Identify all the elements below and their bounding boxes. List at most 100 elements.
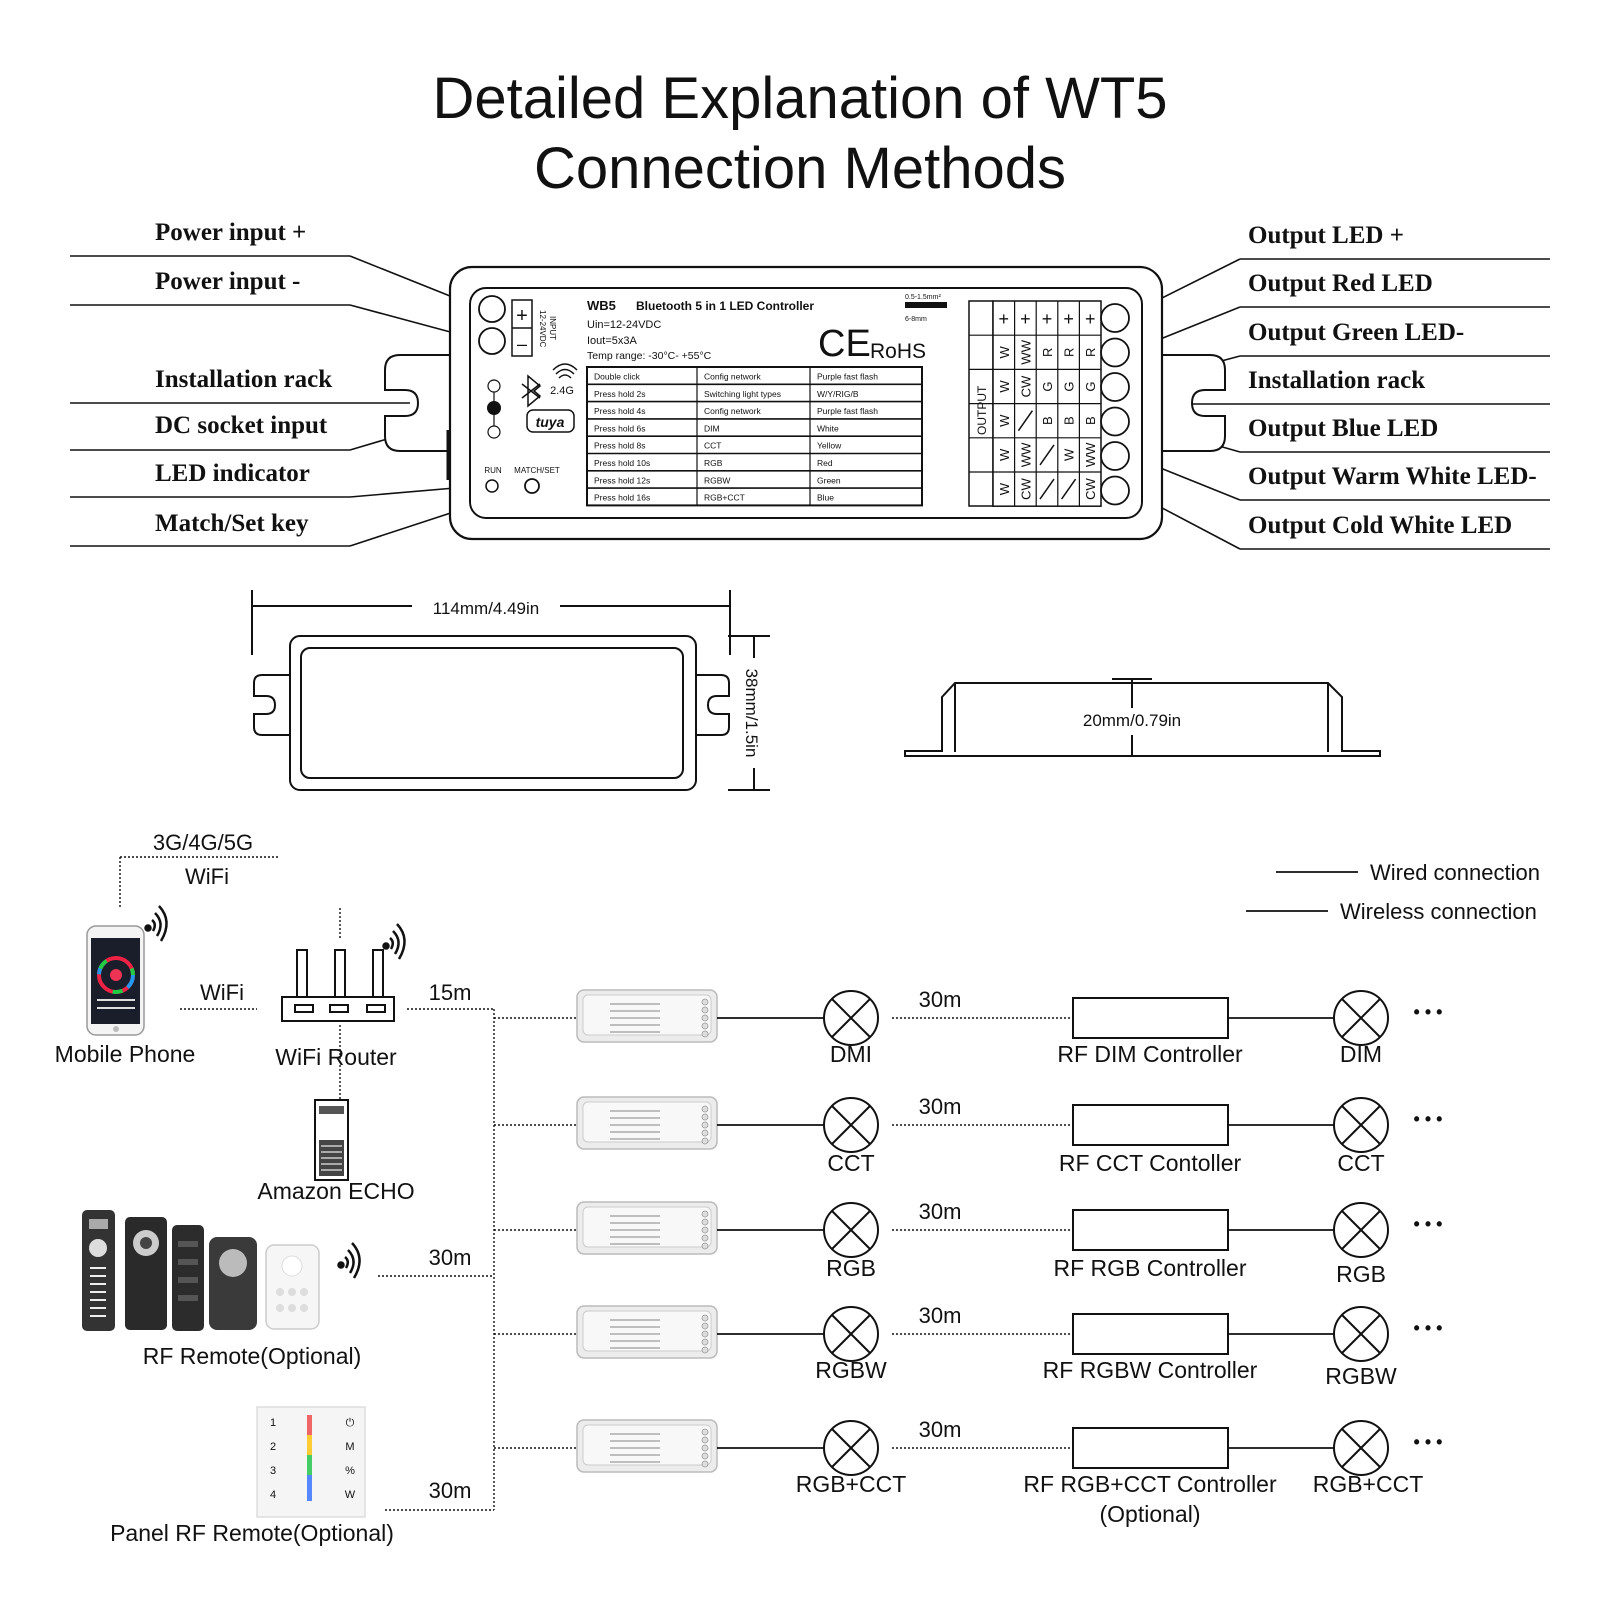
terminal-cell: + bbox=[1085, 309, 1096, 329]
device-iout: Iout=5x3A bbox=[587, 335, 638, 347]
label-output-warm-white-led: Output Warm White LED- bbox=[1248, 463, 1537, 490]
label-power-input-minus: Power input - bbox=[155, 268, 300, 295]
wifi-mid-label: WiFi bbox=[200, 980, 244, 1005]
terminal-cell: WW bbox=[1018, 339, 1033, 364]
input-minus-sign: – bbox=[517, 334, 527, 354]
mobile-phone-label: Mobile Phone bbox=[55, 1041, 196, 1067]
output-terminal-hole bbox=[1100, 372, 1130, 402]
router-signal-icon bbox=[382, 923, 406, 960]
ce-mark: CE bbox=[818, 323, 871, 365]
device-model: WB5 bbox=[587, 298, 616, 313]
legend-wired-text: Wired connection bbox=[1370, 860, 1540, 885]
key-table-cell: Config network bbox=[704, 372, 761, 382]
panel-key-white: W bbox=[345, 1489, 356, 1501]
tuya-logo bbox=[526, 409, 575, 433]
dimension-width: 38mm/1.5in bbox=[742, 669, 761, 758]
terminal-cell: W bbox=[997, 448, 1012, 461]
panel-key-1: 1 bbox=[270, 1417, 276, 1429]
key-table-cell: Red bbox=[817, 458, 833, 468]
lamp-label: DIM bbox=[1340, 1041, 1382, 1067]
panel-key-3: 3 bbox=[270, 1465, 276, 1477]
rf-controller-note: (Optional) bbox=[1100, 1501, 1201, 1527]
output-terminal-hole bbox=[1100, 406, 1130, 437]
legend-wireless-text: Wireless connection bbox=[1340, 899, 1537, 924]
terminal-cell: B bbox=[1062, 416, 1077, 425]
terminal-cell: B bbox=[1040, 416, 1055, 425]
mini-controller-icon bbox=[576, 989, 718, 1043]
key-table-cell: RGB+CCT bbox=[704, 493, 745, 503]
key-table-cell: Press hold 6s bbox=[594, 423, 646, 433]
lamp-label: RGB+CCT bbox=[796, 1471, 907, 1497]
terminal-cell: G bbox=[1040, 381, 1055, 391]
key-table-cell: Blue bbox=[817, 493, 834, 503]
rf-controller-box bbox=[1072, 1104, 1229, 1146]
distance-remote: 30m bbox=[429, 1245, 472, 1270]
key-table-cell: Press hold 2s bbox=[594, 389, 646, 399]
label-output-green-led: Output Green LED- bbox=[1248, 319, 1464, 346]
wifi-router-icon bbox=[281, 949, 395, 1022]
mobile-phone-icon bbox=[86, 925, 145, 1036]
amazon-echo-label: Amazon ECHO bbox=[257, 1178, 414, 1204]
controller-device: + – INPUT 12-24VDC 2.4G tuya RUN MATCH/S… bbox=[384, 265, 1226, 541]
wifi-top-label: WiFi bbox=[185, 864, 229, 889]
wire-spec-2: 6-8mm bbox=[905, 316, 927, 323]
output-label: OUTPUT bbox=[975, 385, 989, 435]
phone-signal-icon bbox=[144, 905, 168, 942]
label-output-red-led: Output Red LED bbox=[1248, 270, 1433, 297]
dimension-height: 20mm/0.79in bbox=[1083, 711, 1181, 730]
key-table-cell: RGBW bbox=[704, 475, 730, 485]
label-output-blue-led: Output Blue LED bbox=[1248, 415, 1438, 442]
lamp-label: CCT bbox=[827, 1150, 874, 1176]
panel-key-2: 2 bbox=[270, 1441, 276, 1453]
terminal-cell: R bbox=[1083, 348, 1098, 357]
output-terminal-hole bbox=[1100, 441, 1130, 471]
network-links bbox=[119, 856, 495, 1511]
title-line-1: Detailed Explanation of WT5 bbox=[432, 66, 1167, 131]
distance-router: 15m bbox=[429, 980, 472, 1005]
match-set-button[interactable] bbox=[524, 478, 540, 494]
dimension-length: 114mm/4.49in bbox=[433, 599, 539, 618]
key-table-cell: Press hold 8s bbox=[594, 441, 646, 451]
terminal-cell: W bbox=[997, 482, 1012, 495]
panel-key-mode: M bbox=[345, 1441, 354, 1453]
terminal-cell: CW bbox=[1018, 375, 1033, 397]
label-output-cold-white-led: Output Cold White LED bbox=[1248, 512, 1512, 539]
lamp-label: RGB bbox=[826, 1255, 876, 1281]
terminal-cell: W bbox=[1062, 448, 1077, 461]
label-installation-rack-left: Installation rack bbox=[155, 366, 332, 393]
rf-controller-label: RF CCT Contoller bbox=[1059, 1150, 1242, 1176]
rf-controller-label: RF RGB Controller bbox=[1054, 1255, 1247, 1281]
terminal-cell: G bbox=[1062, 381, 1077, 391]
key-table-cell: Press hold 10s bbox=[594, 458, 650, 468]
label-output-led-plus: Output LED + bbox=[1248, 222, 1404, 249]
more-indicator: • • • bbox=[1414, 1109, 1443, 1129]
match-set-label: MATCH/SET bbox=[514, 466, 560, 475]
terminal-cell: + bbox=[1020, 309, 1031, 329]
distance-label: 30m bbox=[919, 1303, 962, 1328]
wire-spec-1: 0.5-1.5mm² bbox=[905, 294, 941, 301]
tuya-brand: tuya bbox=[536, 414, 565, 430]
mini-controller-icon bbox=[576, 1419, 718, 1473]
terminal-empty-cell bbox=[1039, 444, 1055, 466]
rf-controller-label: RF RGB+CCT Controller bbox=[1023, 1471, 1277, 1497]
terminal-cell: + bbox=[999, 309, 1010, 329]
rf-band-label: 2.4G bbox=[550, 385, 574, 397]
label-power-input-plus: Power input + bbox=[155, 219, 306, 246]
mini-controller-icon bbox=[576, 1201, 718, 1255]
rf-remote-label: RF Remote(Optional) bbox=[143, 1343, 362, 1369]
label-installation-rack-right: Installation rack bbox=[1248, 367, 1425, 394]
terminal-cell: WW bbox=[1018, 442, 1033, 467]
panel-remote-label: Panel RF Remote(Optional) bbox=[110, 1520, 394, 1546]
key-table-cell: White bbox=[817, 423, 839, 433]
amazon-echo-icon bbox=[314, 1099, 349, 1181]
key-table-cell: Switching light types bbox=[704, 389, 781, 399]
key-table-cell: Purple fast flash bbox=[817, 372, 878, 382]
lamp-label: RGBW bbox=[815, 1357, 887, 1383]
device-temp: Temp range: -30°C- +55°C bbox=[587, 350, 712, 362]
key-table-cell: RGB bbox=[704, 458, 723, 468]
key-table-cell: Press hold 16s bbox=[594, 493, 650, 503]
device-name: Bluetooth 5 in 1 LED Controller bbox=[636, 299, 814, 313]
